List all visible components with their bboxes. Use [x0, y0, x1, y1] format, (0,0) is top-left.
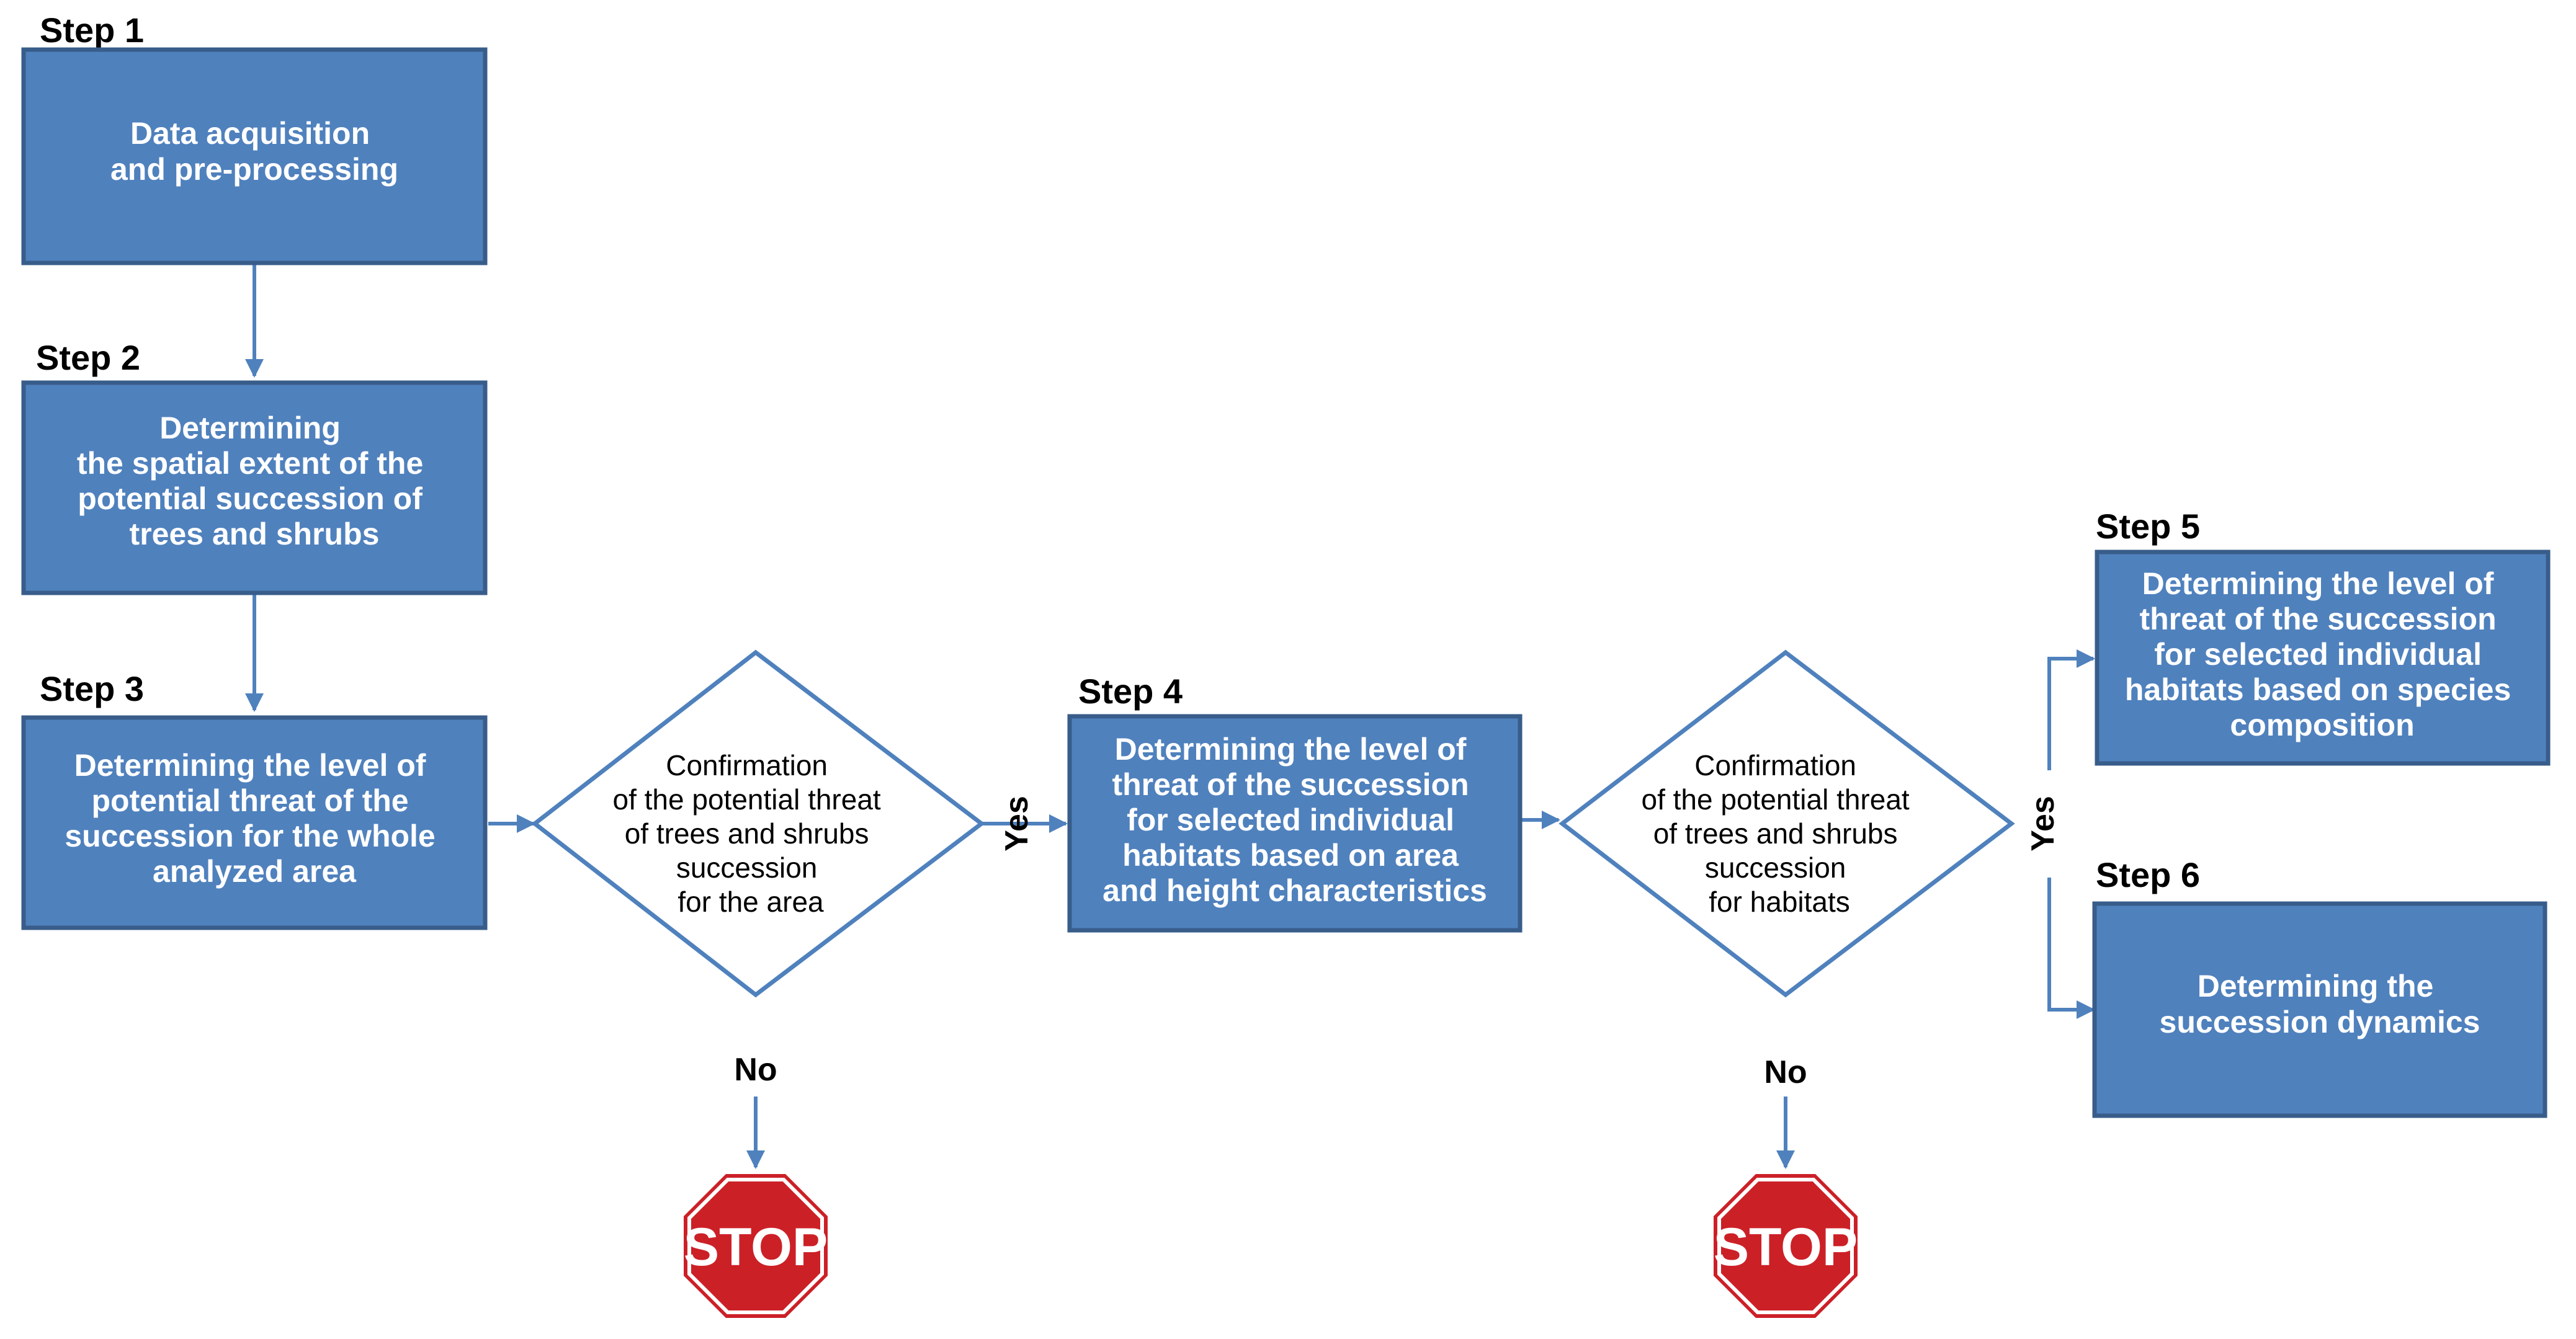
step-4-box — [1067, 714, 1523, 933]
step-2: Step 2 Determining the spatial extent of… — [21, 338, 488, 595]
step-4-label: Step 4 — [1078, 672, 1183, 711]
decision-1: Confirmation of the potential threat of … — [531, 649, 1035, 1088]
step-3: Step 3 Determining the level of potentia… — [21, 669, 488, 930]
decision-1-line: Confirmation — [666, 749, 828, 781]
decision-2-line: for habitats — [1709, 886, 1850, 918]
step-3-line: potential threat of the — [91, 783, 408, 818]
step-2-line: the spatial extent of the — [77, 446, 423, 481]
decision-1-yes-label: Yes — [999, 796, 1035, 852]
decision-2-text: Confirmation of the potential threat of … — [1642, 749, 1918, 918]
decision-2-diamond — [1559, 649, 2015, 998]
decision-2-no-label: No — [1764, 1054, 1807, 1090]
step-3-line: analyzed area — [153, 854, 357, 889]
step-2-line: trees and shrubs — [130, 517, 380, 551]
step-3-label: Step 3 — [40, 669, 144, 708]
decision-2-line: of trees and shrubs — [1653, 817, 1898, 850]
decision-2-yes-label: Yes — [2025, 796, 2061, 852]
decision-2: Confirmation of the potential threat of … — [1559, 649, 2061, 1090]
step-2-text: Determining the spatial extent of the po… — [77, 411, 432, 551]
step-6-text: Determining the succession dynamics — [2160, 969, 2480, 1039]
step-5-text: Determining the level of threat of the s… — [2125, 566, 2520, 742]
decision-2-line: Confirmation — [1694, 749, 1856, 781]
decision-1-no-label: No — [734, 1052, 777, 1088]
connector-decision2-step6 — [2047, 878, 2095, 1019]
decision-1-line: of trees and shrubs — [625, 817, 869, 850]
step-3-line: succession for the whole — [65, 819, 435, 853]
stop-sign-1: STOP — [684, 1174, 828, 1318]
step-1-label: Step 1 — [40, 11, 144, 50]
step-2-line: potential succession of — [78, 481, 423, 516]
step-6-box — [2092, 901, 2547, 1118]
step-4-line: Determining the level of — [1115, 732, 1467, 767]
step-5-line: composition — [2230, 708, 2414, 742]
step-1-line: Data acquisition — [130, 116, 370, 151]
step-1-text: Data acquisition and pre-processing — [110, 116, 398, 187]
step-4-line: for selected individual — [1127, 803, 1454, 837]
stop-sign-1-text: STOP — [684, 1217, 828, 1277]
stop-sign-inner-border — [687, 1178, 824, 1314]
step-4-text: Determining the level of threat of the s… — [1102, 732, 1487, 908]
step-6-line: Determining the — [2198, 969, 2434, 1003]
connectors — [245, 264, 2095, 1169]
step-4-line: habitats based on area — [1122, 838, 1459, 873]
step-2-box — [21, 380, 488, 595]
stop-sign-2: STOP — [1714, 1174, 1858, 1318]
connector-decision2-step5 — [2047, 649, 2095, 770]
stop-sign-icon — [684, 1174, 828, 1318]
step-5: Step 5 Determining the level of threat o… — [2095, 507, 2551, 766]
decision-1-line: succession — [676, 852, 818, 884]
step-5-label: Step 5 — [2096, 507, 2200, 546]
step-4-line: threat of the succession — [1112, 767, 1469, 802]
step-3-line: Determining the level of — [74, 748, 426, 783]
stop-sign-inner-border — [1717, 1178, 1854, 1314]
step-6-label: Step 6 — [2096, 855, 2200, 894]
decision-1-text: Confirmation of the potential threat of … — [613, 749, 889, 918]
step-5-line: threat of the succession — [2139, 602, 2496, 636]
decision-1-line: of the potential threat — [613, 783, 881, 816]
step-5-line: habitats based on species — [2125, 672, 2511, 707]
step-6: Step 6 Determining the succession dynami… — [2092, 855, 2547, 1118]
step-1-box — [21, 47, 488, 265]
step-2-label: Step 2 — [36, 338, 140, 377]
step-6-line: succession dynamics — [2160, 1005, 2480, 1039]
step-5-box — [2095, 549, 2551, 766]
stop-sign-icon — [1714, 1174, 1858, 1318]
step-3-box — [21, 715, 488, 930]
step-3-text: Determining the level of potential threa… — [65, 748, 444, 889]
decision-1-line: for the area — [678, 886, 824, 918]
step-1-line: and pre-processing — [110, 152, 398, 187]
step-4-line: and height characteristics — [1102, 873, 1487, 908]
decision-2-line: of the potential threat — [1642, 783, 1910, 816]
decision-2-line: succession — [1705, 852, 1846, 884]
step-1: Step 1 Data acquisition and pre-processi… — [21, 11, 488, 265]
decision-1-diamond — [531, 649, 985, 998]
step-5-line: Determining the level of — [2142, 566, 2494, 601]
stop-sign-2-text: STOP — [1714, 1217, 1858, 1277]
step-2-line: Determining — [159, 411, 341, 445]
step-4: Step 4 Determining the level of threat o… — [1067, 672, 1523, 933]
step-5-line: for selected individual — [2154, 637, 2482, 672]
